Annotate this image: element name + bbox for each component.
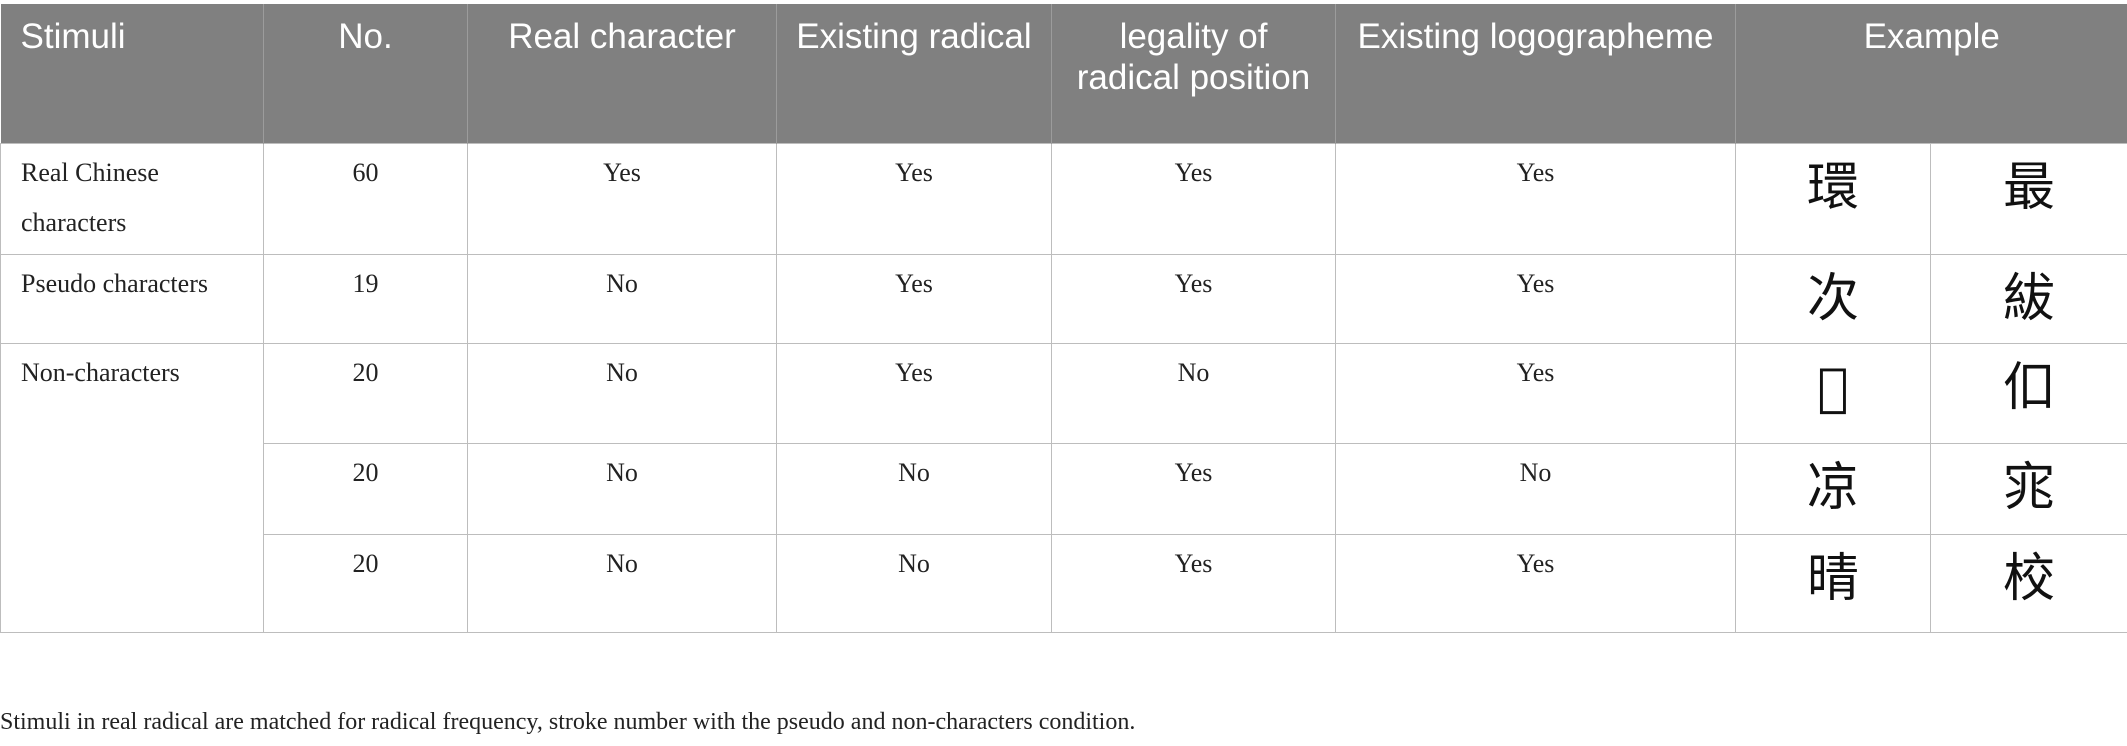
cell-example-2: 校 [1929,533,2127,633]
cell-existing-radical: No [776,442,1052,535]
cell-legality: Yes [1051,253,1336,344]
cell-stimuli: Non-characters [0,342,264,633]
cell-existing-radical: No [776,533,1052,633]
cell-example-1: 次 [1735,253,1931,344]
cell-example-2: 㐰 [1929,342,2127,444]
cell-existing-logographeme: Yes [1335,533,1736,633]
cell-real-character: Yes [467,142,777,255]
header-legality: legality of radical position [1051,4,1336,143]
cell-legality: Yes [1051,533,1336,633]
cell-real-character: No [467,442,777,535]
table-row: Pseudo characters 19 No Yes Yes Yes 次 紱 [0,253,2127,344]
header-real-character: Real character [467,4,777,143]
cell-real-character: No [467,342,777,444]
table-row: 20 No No Yes No 凉 宨 [1,442,2127,535]
cell-real-character: No [467,533,777,633]
table-row: 20 No No Yes Yes 晴 校 [1,533,2127,633]
table-header: Stimuli No. Real character Existing radi… [0,4,2127,143]
cell-no: 60 [263,142,468,255]
cell-example-2: 紱 [1929,253,2127,344]
stimuli-table: Stimuli No. Real character Existing radi… [0,4,2127,633]
table-row: Real Chinese characters 60 Yes Yes Yes Y… [0,142,2127,255]
cell-no: 20 [263,342,468,444]
header-stimuli: Stimuli [0,4,264,143]
cell-legality: No [1051,342,1336,444]
header-existing-logographeme: Existing logographeme [1335,4,1736,143]
header-example: Example [1735,4,2127,143]
cell-existing-logographeme: Yes [1335,142,1736,255]
cell-existing-logographeme: Yes [1335,253,1736,344]
cell-legality: Yes [1051,142,1336,255]
cell-example-2: 最 [1929,142,2127,255]
cell-existing-logographeme: No [1335,442,1736,535]
cell-example-1: 環 [1735,142,1931,255]
table-footnote: Stimuli in real radical are matched for … [0,709,1136,735]
cell-real-character: No [467,253,777,344]
cell-no: 19 [263,253,468,344]
table-row: Non-characters 20 No Yes No Yes 𢬍 㐰 [0,342,2127,633]
header-existing-radical: Existing radical [776,4,1052,143]
table-body: Real Chinese characters 60 Yes Yes Yes Y… [0,142,2127,633]
cell-example-1: 晴 [1735,533,1931,633]
cell-example-1: 𢬍 [1735,342,1931,444]
cell-stimuli: Real Chinese characters [0,142,264,255]
header-row: Stimuli No. Real character Existing radi… [0,4,2127,143]
cell-existing-radical: Yes [776,253,1052,344]
cell-example-2: 宨 [1929,442,2127,535]
cell-example-1: 凉 [1735,442,1931,535]
cell-no: 20 [263,442,468,535]
cell-legality: Yes [1051,442,1336,535]
cell-existing-radical: Yes [776,142,1052,255]
cell-existing-radical: Yes [776,342,1052,444]
cell-no: 20 [263,533,468,633]
header-no: No. [263,4,468,143]
cell-existing-logographeme: Yes [1335,342,1736,444]
cell-stimuli: Pseudo characters [0,253,264,344]
